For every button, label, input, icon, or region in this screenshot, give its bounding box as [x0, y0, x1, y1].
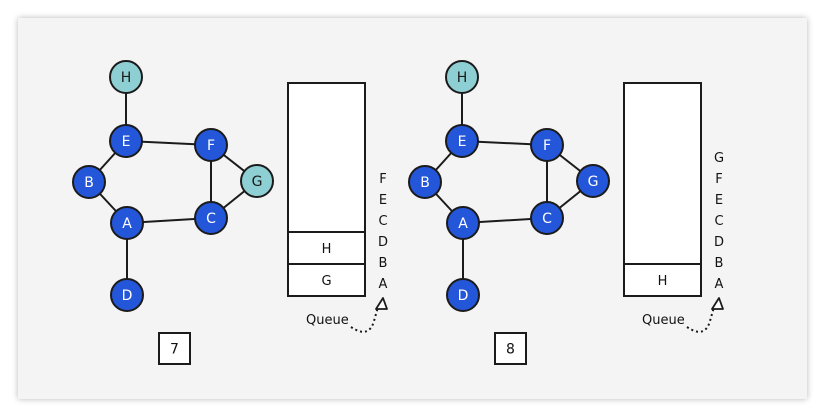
step-number-box [494, 332, 527, 365]
graph-node-label: E [122, 134, 131, 150]
graph-node-label: B [84, 175, 94, 191]
graph-node-label: D [122, 288, 133, 304]
graph-node [445, 124, 479, 158]
queue-caption: Queue [306, 313, 349, 328]
queue-cell [623, 263, 702, 297]
graph-node [194, 201, 228, 235]
graph-node-label: F [207, 138, 215, 154]
visit-order-letter: B [715, 256, 724, 271]
graph-node [109, 124, 143, 158]
graph-node-label: H [121, 70, 132, 86]
visit-order-letter: E [715, 193, 723, 208]
step-number: 8 [506, 342, 515, 358]
graph-node-label: A [122, 216, 132, 232]
step-number: 7 [170, 342, 179, 358]
graph-node-label: G [252, 174, 263, 190]
visit-order-letter: D [714, 235, 724, 250]
visit-order-letter: C [378, 214, 387, 229]
graph-node-label: E [458, 134, 467, 150]
graph-node [109, 60, 143, 94]
graph-node-label: F [543, 138, 551, 154]
graph-node-label: B [420, 175, 430, 191]
graph-node-label: D [458, 288, 469, 304]
queue-arrow [686, 306, 715, 333]
graph-node [194, 128, 228, 162]
graph-node-label: C [542, 211, 552, 227]
visit-order-letter: A [379, 277, 388, 292]
visit-order-letter: E [379, 193, 387, 208]
queue-caption: Queue [642, 313, 685, 328]
queue-arrowhead [711, 297, 724, 310]
graph-node-label: G [588, 174, 599, 190]
graph-node [445, 60, 479, 94]
graph-node-label: H [457, 70, 468, 86]
visit-order-letter: B [379, 256, 388, 271]
visit-order-letter: D [378, 235, 388, 250]
graph-node [446, 206, 480, 240]
graph-node-label: C [206, 211, 216, 227]
queue-cell [287, 263, 366, 297]
graph-node [530, 128, 564, 162]
graph-node [240, 164, 274, 198]
graph-node [530, 201, 564, 235]
visit-order-letter: F [715, 172, 722, 187]
queue-cell-label: G [321, 274, 331, 289]
graph-node [446, 278, 480, 312]
queue-cell-label: H [322, 242, 332, 257]
step-number-box [158, 332, 191, 365]
queue-cell-label: H [658, 274, 668, 289]
graph-node [110, 278, 144, 312]
visit-order-letter: F [379, 172, 386, 187]
queue-box [623, 82, 702, 297]
visit-order-letter: G [714, 151, 724, 166]
graph-node [408, 165, 442, 199]
graph-node [576, 164, 610, 198]
visit-order-letter: C [714, 214, 723, 229]
graph-node [110, 206, 144, 240]
visit-order-letter: A [715, 277, 724, 292]
queue-arrowhead [375, 297, 388, 310]
graph-node-label: A [458, 216, 468, 232]
queue-arrow [350, 306, 379, 333]
graph-node [72, 165, 106, 199]
